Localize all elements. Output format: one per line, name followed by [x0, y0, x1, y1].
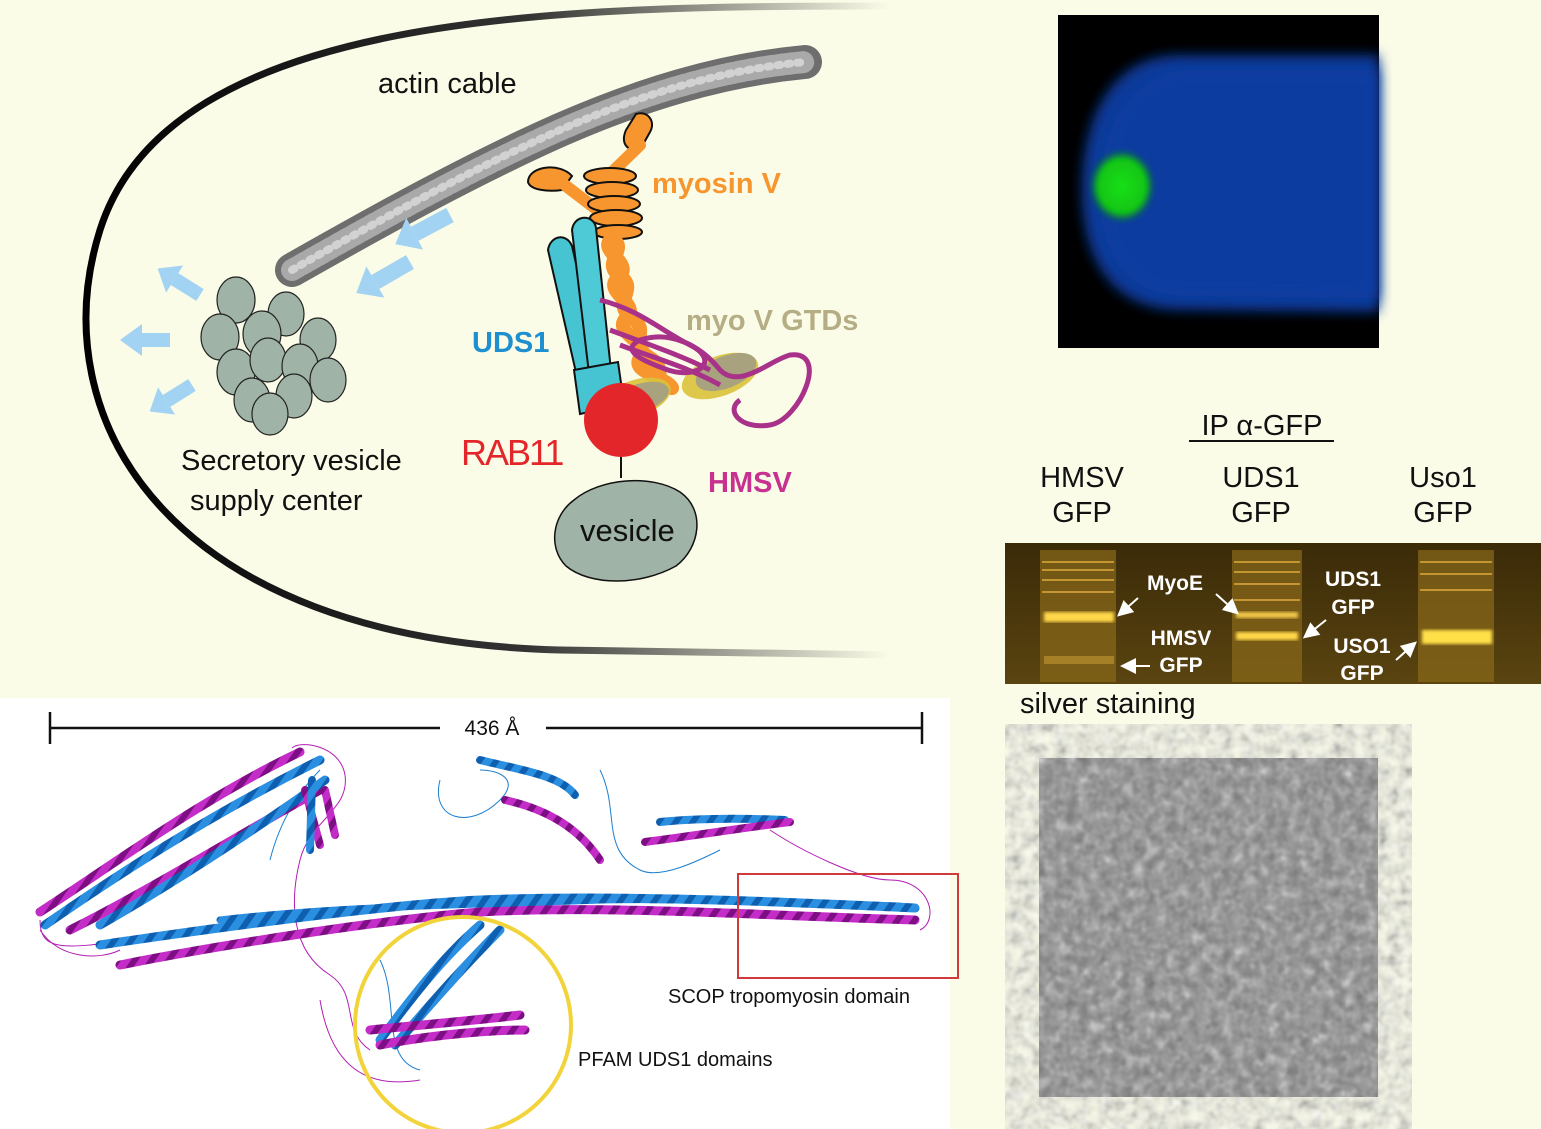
actin-cable — [275, 45, 822, 287]
scale-bar — [48, 712, 924, 744]
myosin-v-label: myosin V — [652, 168, 782, 200]
vesicle-label: vesicle — [580, 513, 675, 548]
svsc-label-line2: supply center — [190, 485, 363, 517]
coiled-coil-helices — [35, 747, 920, 1050]
helix-upper-left-a — [40, 755, 325, 930]
helix-mid-arc-a — [476, 756, 579, 799]
rab11-label: RAB11 — [461, 432, 563, 473]
actin-cable-label: actin cable — [378, 68, 517, 100]
em-micrograph — [1039, 758, 1378, 1097]
ip-gel-panel: IP α-GFP HMSV GFP UDS1 GFP Uso1 GFP — [1005, 410, 1541, 720]
lane1-label-line1: HMSV — [1040, 462, 1124, 494]
helix-right-top-b — [641, 818, 794, 846]
fluorescence-micrograph — [1058, 15, 1379, 348]
uds1-label: UDS1 — [472, 327, 549, 359]
lane3-label-line1: Uso1 — [1409, 462, 1477, 494]
helix-pfam-c — [365, 1010, 525, 1035]
svsc-label-line1: Secretory vesicle — [181, 445, 402, 477]
ip-title: IP α-GFP — [1202, 410, 1323, 442]
uso1-gfp-label-2: GFP — [1340, 662, 1383, 685]
helix-pfam-d — [375, 1025, 530, 1050]
helix-short-right-b — [306, 776, 316, 854]
lane2-label-line2: GFP — [1231, 497, 1291, 529]
scop-domain-box — [737, 873, 959, 979]
cell-wall — [82, 2, 891, 659]
lane1-label-line2: GFP — [1052, 497, 1112, 529]
helix-mid-arc-b — [501, 796, 604, 864]
uds1-gfp-label-1: UDS1 — [1325, 568, 1381, 591]
structure-panel: 436 Å — [0, 698, 959, 1129]
pfam-domain-circle — [353, 915, 573, 1129]
hmsv-gfp-label-2: GFP — [1159, 654, 1202, 677]
tip-signal — [1088, 148, 1156, 224]
lane3-label-line2: GFP — [1413, 497, 1473, 529]
gel-annotations: MyoE HMSV GFP UDS1 GFP USO1 GFP — [1117, 568, 1417, 685]
lane2-label-line1: UDS1 — [1222, 462, 1299, 494]
uso1-gfp-label-1: USO1 — [1333, 635, 1391, 658]
uds1 — [546, 216, 626, 416]
myoe-label: MyoE — [1147, 572, 1203, 595]
helix-pfam-b — [390, 925, 505, 1050]
myo-gtds-label: myo V GTDs — [686, 305, 858, 337]
silver-staining-label: silver staining — [1020, 688, 1196, 720]
helix-upper-left-d — [95, 775, 330, 930]
pfam-label: PFAM UDS1 domains — [578, 1049, 773, 1071]
helix-upper-left-b — [35, 747, 305, 917]
uds1-gfp-label-2: GFP — [1331, 596, 1374, 619]
hmsv-gfp-label-1: HMSV — [1151, 627, 1212, 650]
helix-long-c — [216, 896, 904, 924]
scale-bar-label: 436 Å — [465, 717, 520, 740]
gel-lanes — [1040, 550, 1494, 682]
vesicle-flow-arrows — [120, 207, 454, 415]
scop-label: SCOP tropomyosin domain — [668, 986, 910, 1008]
hmsv-label: HMSV — [708, 467, 792, 499]
vesicle-cluster — [200, 276, 347, 436]
vesicle-shape — [553, 479, 698, 582]
rab11 — [584, 383, 658, 457]
helix-long-b — [115, 905, 920, 970]
hmsv — [599, 297, 812, 429]
cell-diagram: actin cable — [82, 2, 891, 659]
helix-right-top-a — [656, 814, 789, 826]
